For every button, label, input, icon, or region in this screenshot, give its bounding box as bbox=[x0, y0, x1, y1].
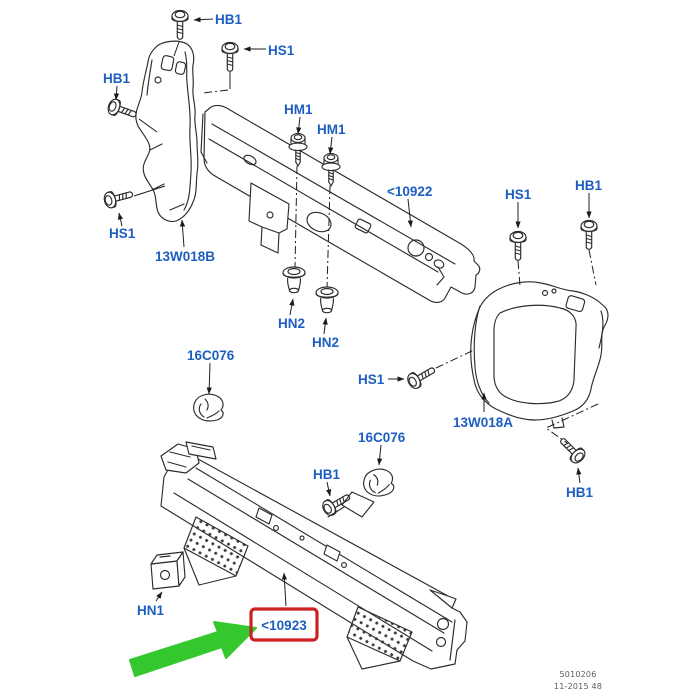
part-10922-drawing bbox=[200, 105, 481, 304]
highlight-box-10923 bbox=[249, 607, 319, 642]
fastener-hb1-mid bbox=[319, 488, 354, 519]
label-hm1-b: HM1 bbox=[317, 122, 346, 137]
label-part-13w018a: 13W018A bbox=[453, 415, 513, 430]
label-part-10923: <10923 bbox=[261, 618, 307, 633]
fastener-hb1-top bbox=[171, 9, 189, 40]
label-hs1-right: HS1 bbox=[505, 187, 532, 202]
label-hb1-right: HB1 bbox=[575, 178, 602, 193]
label-hs1-top: HS1 bbox=[268, 43, 295, 58]
label-hb1-bottom-right: HB1 bbox=[566, 485, 593, 500]
highlight-arrow bbox=[129, 621, 257, 677]
fastener-hn1 bbox=[150, 551, 186, 590]
fastener-hb1-right bbox=[580, 219, 598, 250]
part-13w018b-drawing bbox=[135, 40, 199, 223]
fastener-hb1-left bbox=[105, 97, 140, 124]
leader-lines bbox=[113, 17, 592, 607]
label-part-13w018b: 13W018B bbox=[155, 249, 215, 264]
label-hs1-mid: HS1 bbox=[358, 372, 385, 387]
fasteners bbox=[102, 9, 598, 590]
label-hm1-a: HM1 bbox=[284, 102, 313, 117]
footer-doc-number: 5010206 bbox=[559, 670, 596, 679]
label-hs1-left: HS1 bbox=[109, 226, 136, 241]
part-10923-drawing bbox=[160, 441, 468, 670]
label-hn1: HN1 bbox=[137, 603, 164, 618]
label-hn2-b: HN2 bbox=[312, 335, 339, 350]
label-16c076-left: 16C076 bbox=[187, 348, 235, 363]
fastener-hs1-left bbox=[102, 185, 136, 210]
fastener-hn2-b bbox=[315, 286, 339, 314]
label-hb1-mid: HB1 bbox=[313, 467, 340, 482]
labels: HB1 HS1 HB1 HS1 13W018B HM1 HM1 <10922 H… bbox=[103, 12, 602, 618]
fastener-hn2-a bbox=[282, 266, 306, 294]
clip-16c076-left bbox=[193, 393, 224, 422]
projection-lines bbox=[133, 41, 599, 444]
footer-date-code: 11-2015 48 bbox=[554, 682, 602, 691]
label-16c076-right: 16C076 bbox=[358, 430, 406, 445]
fastener-hs1-mid bbox=[404, 361, 439, 392]
label-hn2-a: HN2 bbox=[278, 316, 305, 331]
fastener-hs1-right bbox=[509, 230, 527, 261]
part-13w018a-drawing bbox=[470, 281, 609, 429]
fastener-hs1-top bbox=[221, 41, 239, 72]
label-part-10922: <10922 bbox=[387, 184, 432, 199]
label-hb1-top: HB1 bbox=[215, 12, 242, 27]
clip-16c076-right bbox=[327, 466, 396, 518]
label-hb1-left: HB1 bbox=[103, 71, 130, 86]
